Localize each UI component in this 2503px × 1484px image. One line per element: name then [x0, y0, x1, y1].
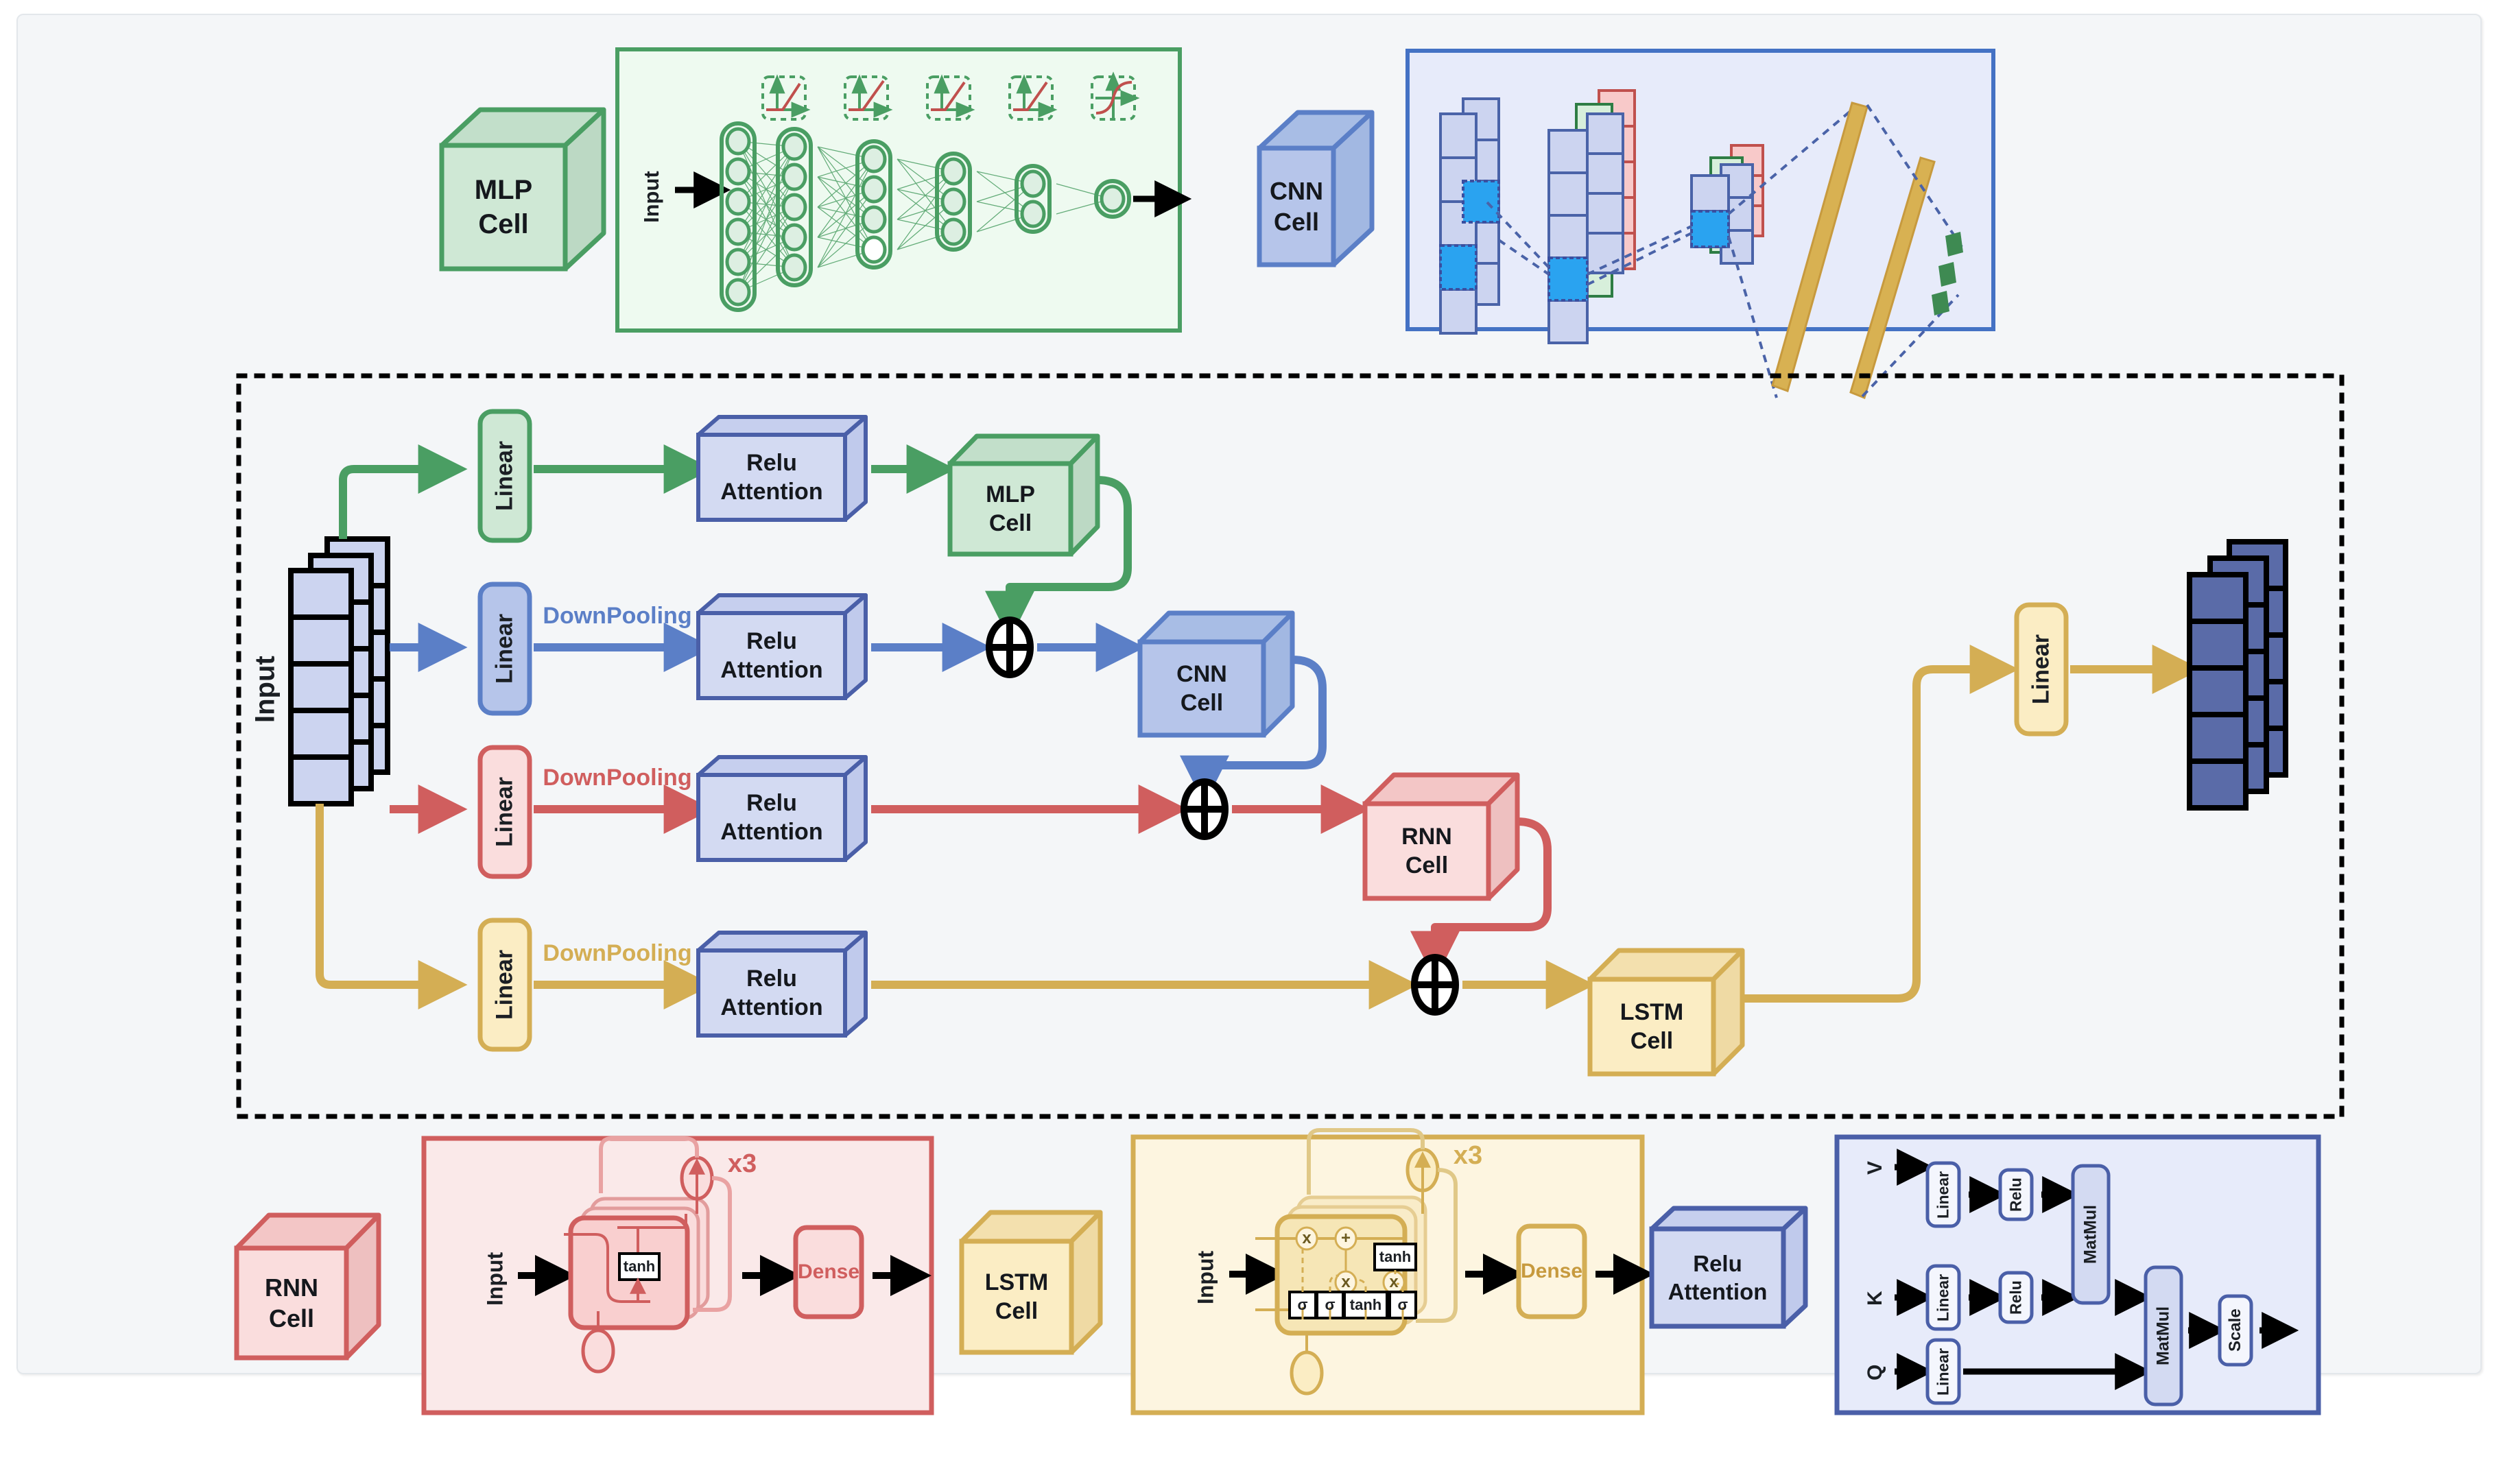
- cell-line2: Cell: [1180, 690, 1224, 716]
- cell-line1: RNN: [1401, 823, 1452, 850]
- cell-line2: Cell: [1630, 1028, 1674, 1054]
- main-cnn-cell-label: CNN Cell: [1140, 642, 1264, 735]
- linear-box-cnn: [477, 582, 532, 716]
- attention-line2: Attention: [720, 657, 823, 683]
- attention-matmul-2: [2144, 1265, 2183, 1407]
- rnn-legend-cube-line2: Cell: [268, 1304, 315, 1332]
- attention-relu-k: [1998, 1271, 2034, 1324]
- relu-icon: [761, 74, 811, 121]
- rnn-dense-box: [793, 1225, 864, 1319]
- linear-box-mlp: [477, 409, 532, 543]
- mlp-legend-cube-label: MLP Cell: [442, 145, 565, 269]
- relu-icon: [844, 74, 893, 121]
- attention-linear-k: [1925, 1264, 1961, 1331]
- attention-line1: Relu: [746, 449, 797, 476]
- merge-node-cnn: [986, 617, 1034, 678]
- lstm-legend-cube-label: LSTM Cell: [962, 1241, 1071, 1352]
- cell-line2: Cell: [1405, 852, 1449, 878]
- rnn-legend-group: [234, 1136, 934, 1415]
- cell-line1: MLP: [986, 481, 1035, 507]
- main-input-stack: [288, 536, 390, 806]
- cnn-dense-vectors: [1771, 101, 1963, 400]
- attention-line2: Attention: [720, 994, 823, 1020]
- main-output-stack: [2187, 539, 2288, 811]
- mlp-activation-icons: [761, 71, 1140, 121]
- main-lstm-cell-label: LSTM Cell: [1590, 979, 1713, 1074]
- relu-icon: [926, 74, 975, 121]
- cnn-legend-cube: [1257, 110, 1375, 267]
- cnn-legend-group: [1257, 49, 1995, 400]
- main-mlp-cell-label: MLP Cell: [950, 464, 1071, 554]
- main-lstm-cell: [1587, 948, 1745, 1077]
- rnn-legend-cube: [234, 1212, 381, 1361]
- lstm-legend-cube-line1: LSTM: [984, 1269, 1049, 1295]
- lstm-dense-box: [1516, 1223, 1587, 1319]
- relu-icon: [1008, 74, 1058, 121]
- attention-line2: Attention: [720, 479, 823, 505]
- cnn-feature-map-2: [1547, 89, 1636, 344]
- attention-label-mlp: Relu Attention: [698, 435, 845, 520]
- sigmoid-icon: [1091, 71, 1140, 121]
- cell-line1: CNN: [1176, 660, 1227, 687]
- main-rnn-cell: [1362, 772, 1520, 901]
- mlp-network: [720, 121, 1131, 312]
- attention-matmul-1: [2071, 1164, 2111, 1305]
- linear-box-rnn: [477, 745, 532, 879]
- cell-line2: Cell: [988, 510, 1032, 536]
- attention-line2: Attention: [720, 819, 823, 845]
- mlp-legend-cube-line2: Cell: [478, 209, 529, 239]
- attention-line1: Relu: [746, 965, 797, 992]
- linear-box-lstm: [477, 918, 532, 1052]
- cnn-feature-map-3: [1690, 144, 1764, 265]
- main-architecture-container: [236, 373, 2345, 1119]
- lstm-legend-group: [959, 1128, 1654, 1415]
- main-cnn-cell: [1137, 610, 1295, 738]
- attention-linear-v: [1925, 1161, 1961, 1228]
- lstm-legend-cube: [959, 1210, 1103, 1355]
- lstm-op-multiply-1: [1295, 1226, 1318, 1251]
- attention-scale-box: [2218, 1294, 2253, 1367]
- lstm-top-tanh-gate: [1373, 1243, 1417, 1271]
- rnn-legend-cube-line1: RNN: [265, 1273, 318, 1302]
- cell-line1: LSTM: [1620, 998, 1684, 1025]
- lstm-gates: [1288, 1291, 1417, 1319]
- attention-label-rnn: Relu Attention: [698, 775, 845, 860]
- mlp-legend-group: [439, 47, 1192, 333]
- rnn-tanh-gate: [618, 1252, 661, 1281]
- cnn-feature-map-1: [1439, 97, 1500, 335]
- attention-line1: Relu: [746, 627, 797, 654]
- merge-node-lstm: [1411, 954, 1459, 1016]
- attention-cube-lstm: [696, 931, 868, 1038]
- cnn-legend-cube-label: CNN Cell: [1259, 148, 1333, 265]
- attention-legend-group: [1649, 1134, 2321, 1415]
- attention-cube-mlp: [696, 415, 868, 522]
- attention-legend-cube-label: Relu Attention: [1652, 1229, 1783, 1326]
- main-mlp-cell: [947, 433, 1100, 557]
- attention-relu-v: [1998, 1168, 2034, 1221]
- merge-node-rnn: [1181, 778, 1229, 840]
- rnn-legend-cube-label: RNN Cell: [237, 1248, 346, 1358]
- output-linear-box: [2014, 602, 2069, 737]
- attention-label-cnn: Relu Attention: [698, 613, 845, 698]
- lstm-op-multiply-3: [1382, 1270, 1405, 1295]
- attention-linear-q: [1925, 1338, 1961, 1405]
- cnn-legend-cube-line2: Cell: [1273, 208, 1320, 236]
- lstm-legend-cube-line2: Cell: [995, 1298, 1039, 1324]
- main-rnn-cell-label: RNN Cell: [1365, 804, 1488, 898]
- cnn-legend-cube-line1: CNN: [1270, 177, 1323, 205]
- attention-legend-cube: [1649, 1206, 1808, 1329]
- attention-cube-cnn: [696, 593, 868, 700]
- lstm-op-add: [1334, 1226, 1357, 1251]
- attention-label-lstm: Relu Attention: [698, 950, 845, 1036]
- attention-cube-rnn: [696, 755, 868, 862]
- attention-line1: Relu: [746, 789, 797, 816]
- mlp-legend-cube-line1: MLP: [474, 175, 533, 205]
- attn-legend-line1: Relu: [1693, 1250, 1742, 1276]
- mlp-legend-cube: [439, 107, 606, 272]
- attn-legend-line2: Attention: [1668, 1279, 1768, 1304]
